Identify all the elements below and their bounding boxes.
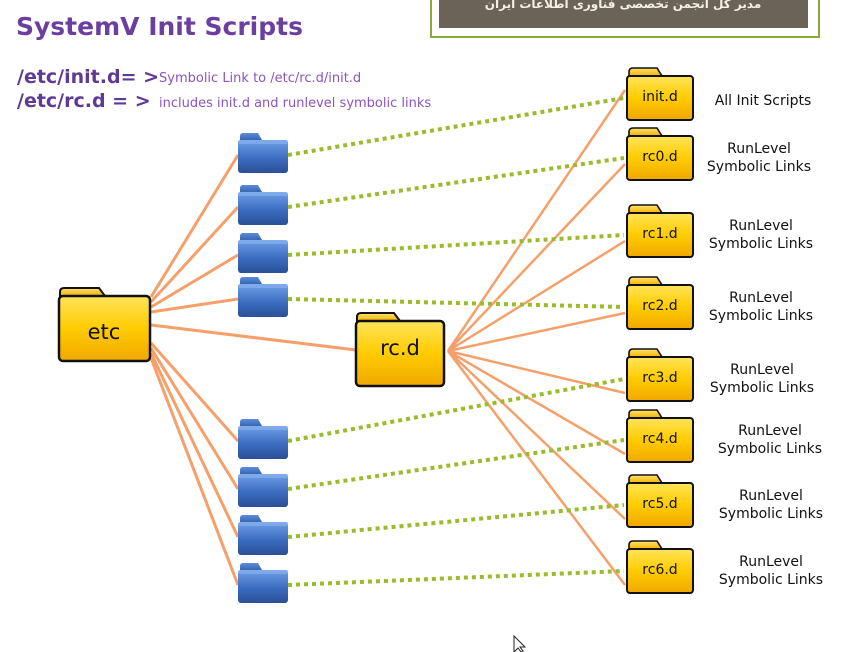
- folder-label: rc3.d: [642, 370, 677, 386]
- folder-init-d[interactable]: init.d: [626, 67, 694, 121]
- folder-label: rc0.d: [642, 149, 677, 165]
- link-etc-to-rcd: [150, 323, 357, 352]
- folder-description-line: RunLevel: [729, 290, 793, 306]
- folder-description-line: RunLevel: [729, 218, 793, 234]
- link-etc-to-blue-7: [149, 352, 240, 538]
- page-title: SystemV Init Scripts: [16, 12, 303, 41]
- rcd-folder-label: rc.d: [380, 336, 420, 360]
- folder-description-line: Symbolic Links: [719, 506, 823, 522]
- folder-label: rc6.d: [642, 562, 677, 578]
- blue-folder-6[interactable]: [238, 467, 288, 507]
- folder-rc4-d[interactable]: rc4.d: [626, 409, 694, 463]
- top-banner: مدیر کل انجمن تخصصی فناوری اطلاعات ایران: [430, 0, 820, 38]
- link-etc-to-blue-4: [150, 297, 239, 314]
- folder-rc2-d[interactable]: rc2.d: [626, 276, 694, 330]
- dotted-link-2: [287, 156, 625, 209]
- folder-description-line: RunLevel: [730, 362, 794, 378]
- folder-rc6-d[interactable]: rc6.d: [626, 540, 694, 594]
- blue-folder-4[interactable]: [238, 277, 288, 317]
- folder-label: rc4.d: [642, 431, 677, 447]
- folder-label: rc5.d: [642, 496, 677, 512]
- link-etc-to-blue-2: [149, 205, 240, 304]
- folder-rc3-d[interactable]: rc3.d: [626, 348, 694, 402]
- folder-description-line: RunLevel: [739, 488, 803, 504]
- folder-description-line: Symbolic Links: [707, 159, 811, 175]
- link-rcd-to-rc2-d: [447, 311, 626, 353]
- link-etc-to-blue-3: [150, 253, 239, 309]
- dotted-link-3: [287, 233, 625, 257]
- folder-description-line: Symbolic Links: [709, 308, 813, 324]
- etc-folder[interactable]: etc: [57, 287, 152, 363]
- folder-description-line: Symbolic Links: [718, 441, 822, 457]
- mouse-cursor-icon: [513, 634, 527, 652]
- folder-description-line: Symbolic Links: [719, 572, 823, 588]
- folder-label: init.d: [642, 89, 677, 105]
- link-rcd-to-rc0-d: [447, 163, 626, 352]
- dotted-link-4: [287, 297, 625, 309]
- link-etc-to-blue-1: [149, 154, 240, 298]
- folder-description-line: RunLevel: [727, 141, 791, 157]
- dotted-link-7: [287, 503, 625, 539]
- folder-description-line: All Init Scripts: [715, 93, 812, 109]
- blue-folder-5[interactable]: [238, 419, 288, 459]
- subtitle-1-key: /etc/init.d= >: [17, 66, 159, 88]
- subtitle-2-key: /etc/rc.d = >: [17, 90, 151, 112]
- dotted-link-5: [287, 377, 625, 443]
- dotted-link-6: [287, 438, 625, 491]
- dotted-link-8: [287, 569, 625, 587]
- folder-description-line: RunLevel: [739, 554, 803, 570]
- link-etc-to-blue-5: [149, 342, 240, 442]
- link-rcd-to-rc6-d: [447, 350, 626, 586]
- folder-description-line: RunLevel: [738, 423, 802, 439]
- etc-folder-label: etc: [88, 320, 121, 344]
- link-rcd-to-init-d: [446, 89, 627, 352]
- blue-folder-3[interactable]: [238, 233, 288, 273]
- link-rcd-to-rc5-d: [447, 350, 626, 520]
- folder-description-line: Symbolic Links: [710, 380, 814, 396]
- blue-folders: [238, 133, 288, 603]
- link-rcd-to-rc1-d: [447, 239, 626, 353]
- solid-links: [149, 89, 627, 586]
- rcd-folder[interactable]: rc.d: [354, 312, 446, 388]
- dotted-links: [287, 96, 625, 587]
- banner-text: مدیر کل انجمن تخصصی فناوری اطلاعات ایران: [485, 0, 762, 12]
- blue-folder-2[interactable]: [238, 185, 288, 225]
- folder-rc5-d[interactable]: rc5.d: [626, 474, 694, 528]
- link-etc-to-blue-6: [149, 347, 240, 490]
- blue-folder-1[interactable]: [238, 133, 288, 173]
- folder-label: rc1.d: [642, 226, 677, 242]
- blue-folder-7[interactable]: [238, 515, 288, 555]
- folder-label: rc2.d: [642, 298, 677, 314]
- link-etc-to-blue-8: [149, 357, 240, 586]
- link-rcd-to-rc4-d: [447, 349, 626, 456]
- folder-rc1-d[interactable]: rc1.d: [626, 204, 694, 258]
- blue-folder-8[interactable]: [238, 563, 288, 603]
- dotted-link-1: [287, 96, 625, 157]
- folder-rc0-d[interactable]: rc0.d: [626, 127, 694, 181]
- subtitle-2-desc: includes init.d and runlevel symbolic li…: [159, 96, 431, 111]
- folder-description-line: Symbolic Links: [709, 236, 813, 252]
- subtitle-1-desc: Symbolic Link to /etc/rc.d/init.d: [159, 71, 361, 86]
